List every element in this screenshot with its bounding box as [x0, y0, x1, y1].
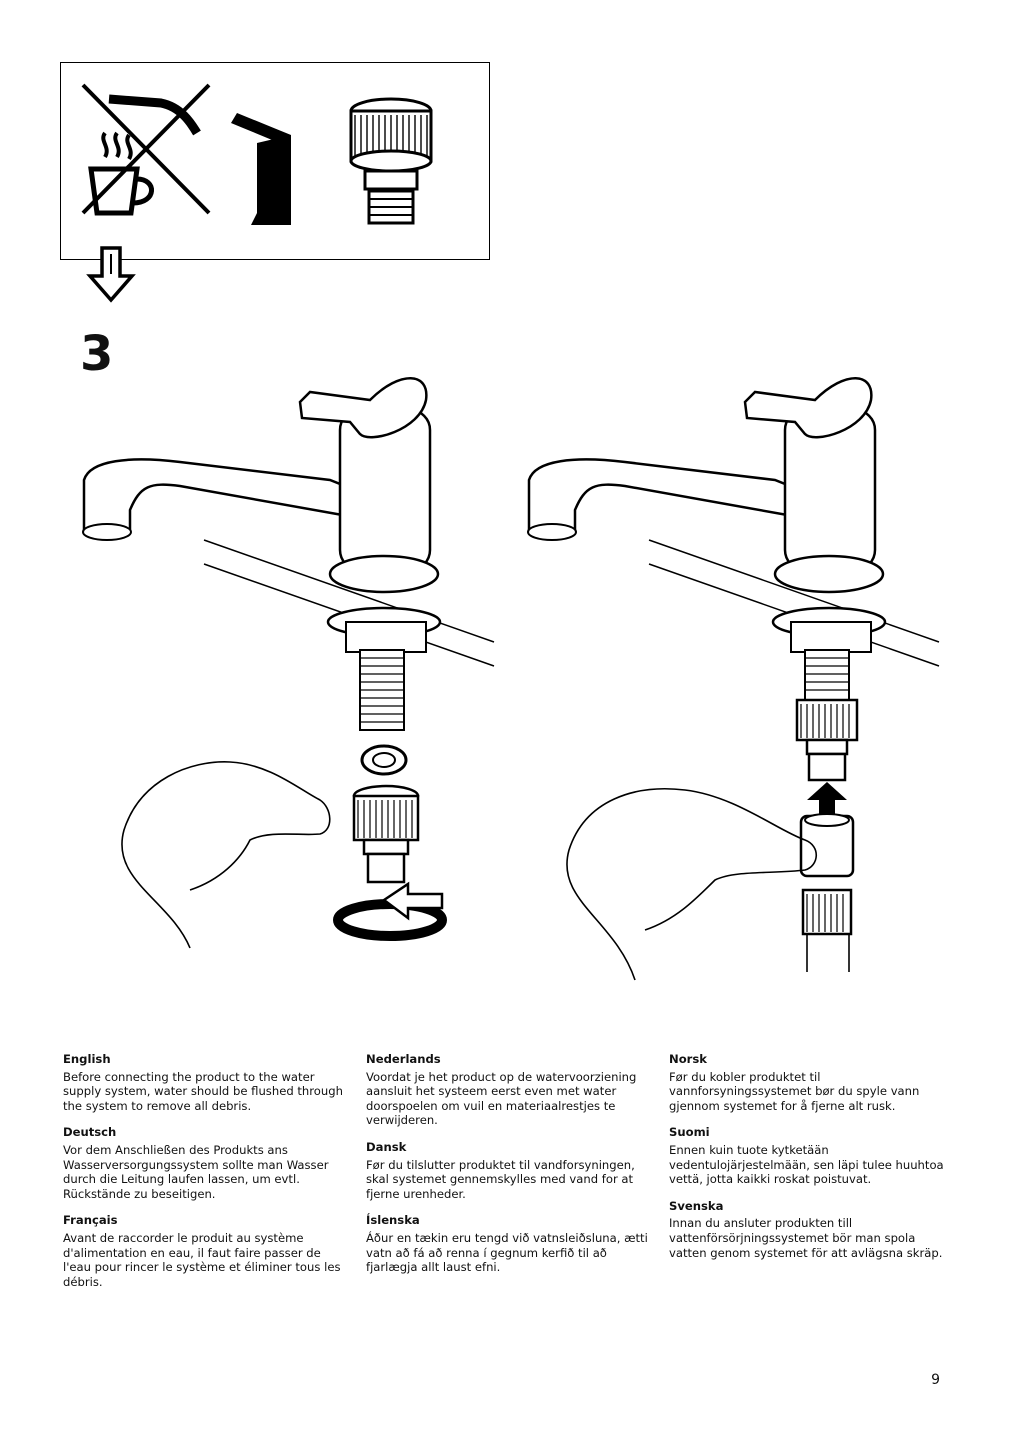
- language-text: Voordat je het product op de watervoorzi…: [366, 1069, 637, 1128]
- language-heading: Nederlands: [366, 1052, 441, 1066]
- language-text: Innan du ansluter produkten till vattenf…: [669, 1216, 943, 1260]
- hand-illustration: [121, 761, 331, 949]
- language-text: Før du tilslutter produktet til vandfors…: [366, 1157, 635, 1201]
- page-number: 9: [931, 1372, 940, 1388]
- language-heading: English: [63, 1052, 111, 1066]
- language-text: Ennen kuin tuote kytketään vedentulojärj…: [669, 1142, 944, 1187]
- warning-illustration: [81, 83, 433, 225]
- hose-adapter-icon: [349, 97, 433, 225]
- language-block-nederlands: Nederlands Voordat je het product op de …: [366, 1052, 651, 1128]
- language-block-islenska: Íslenska Áður en tækin eru tengd við vat…: [366, 1213, 651, 1274]
- faucet-illustration-left: [82, 377, 495, 949]
- rotate-arrow-icon: [333, 881, 447, 941]
- language-text: Vor dem Anschließen des Produkts ans Was…: [63, 1142, 329, 1201]
- language-heading: Français: [63, 1213, 118, 1228]
- language-block-dansk: Dansk Før du tilslutter produktet til va…: [366, 1140, 651, 1201]
- down-arrow-icon: [86, 246, 136, 303]
- language-block-suomi: Suomi Ennen kuin tuote kytketään vedentu…: [669, 1125, 954, 1186]
- language-heading: Dansk: [366, 1139, 407, 1154]
- language-text: Before connecting the product to the wat…: [63, 1069, 343, 1113]
- hand-illustration: [566, 788, 818, 981]
- language-heading: Norsk: [669, 1052, 707, 1066]
- language-block-svenska: Svenska Innan du ansluter produkten till…: [669, 1199, 954, 1260]
- language-block-norsk: Norsk Før du kobler produktet til vannfo…: [669, 1052, 954, 1113]
- language-block-deutsch: Deutsch Vor dem Anschließen des Produkts…: [63, 1125, 348, 1201]
- language-text: Avant de raccorder le produit au système…: [63, 1230, 341, 1289]
- text-column-3: Norsk Før du kobler produktet til vannfo…: [669, 1052, 954, 1272]
- text-column-2: Nederlands Voordat je het product op de …: [366, 1052, 651, 1287]
- faucet-illustration-right: [527, 377, 940, 981]
- warning-box: [60, 62, 490, 260]
- language-heading: Deutsch: [63, 1125, 117, 1140]
- language-text: Før du kobler produktet til vannforsynin…: [669, 1069, 920, 1113]
- text-column-1: English Before connecting the product to…: [63, 1052, 348, 1301]
- language-block-english: English Before connecting the product to…: [63, 1052, 348, 1113]
- step-number: 3: [80, 326, 114, 382]
- language-heading: Íslenska: [366, 1213, 420, 1228]
- language-heading: Svenska: [669, 1198, 724, 1213]
- language-block-francais: Français Avant de raccorder le produit a…: [63, 1213, 348, 1289]
- tap-icon: [231, 113, 291, 225]
- language-heading: Suomi: [669, 1125, 710, 1140]
- push-up-arrow-icon: [807, 782, 847, 814]
- hose-adapter-part: [352, 784, 420, 884]
- no-hot-water-icon: [81, 83, 211, 216]
- language-text: Áður en tækin eru tengd við vatnsleiðslu…: [366, 1230, 648, 1275]
